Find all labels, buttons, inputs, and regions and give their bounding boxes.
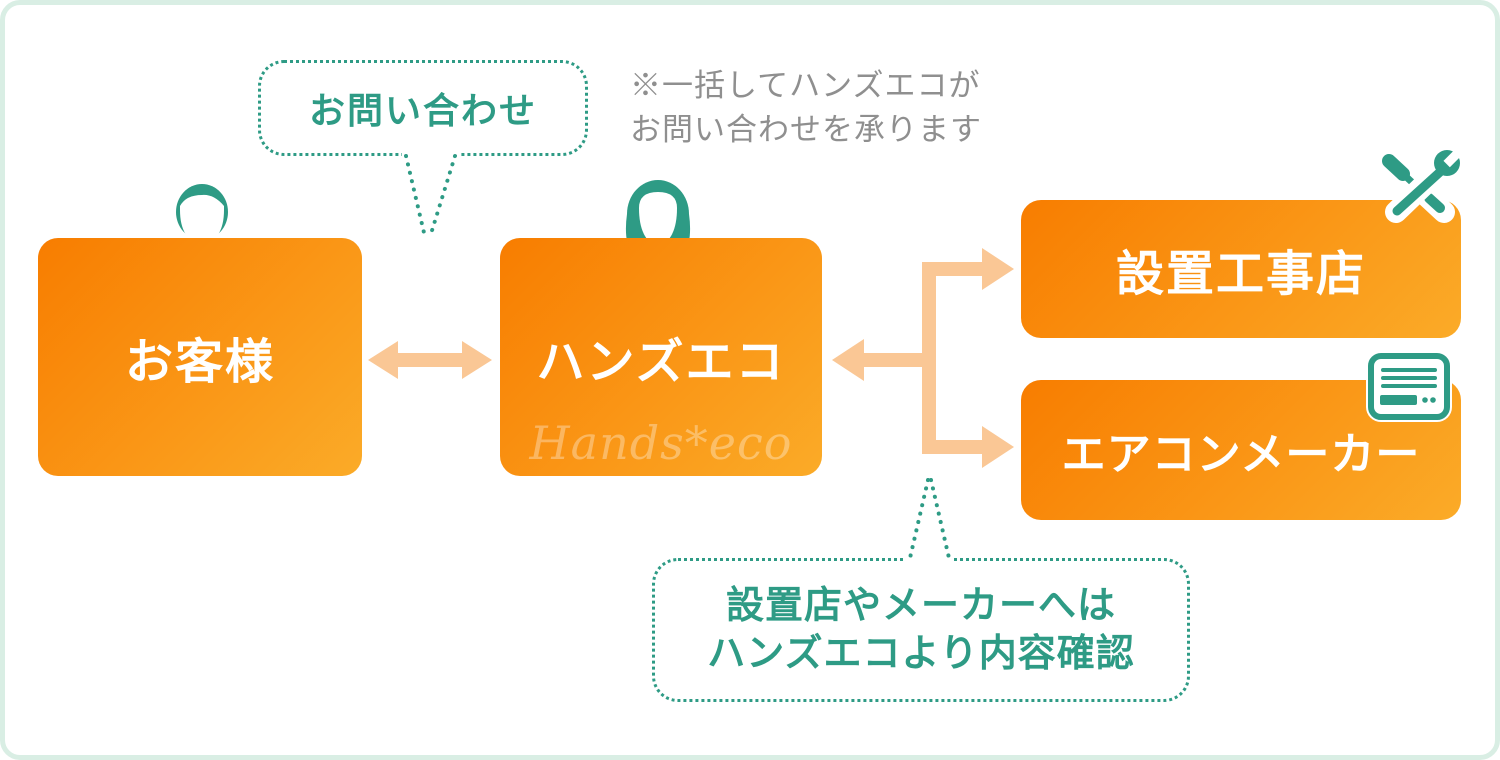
customer-label: お客様 xyxy=(124,336,275,389)
confirm-bubble-tail xyxy=(908,478,951,560)
installer-label: 設置工事店 xyxy=(1115,248,1366,301)
hands-eco-watermark: Hands*eco xyxy=(529,416,793,470)
air-conditioner-icon xyxy=(1366,351,1452,422)
inquiry-bubble-tail-gap xyxy=(402,152,460,161)
note-text: ※一括してハンズエコが お問い合わせを承ります xyxy=(630,64,982,152)
installer-box: 設置工事店 xyxy=(1021,200,1461,338)
note-line1: ※一括してハンズエコが xyxy=(630,68,981,103)
confirm-bubble-tail-gap xyxy=(903,556,953,565)
note-line2: お問い合わせを承ります xyxy=(630,112,982,147)
inquiry-bubble: お問い合わせ xyxy=(258,60,588,156)
confirm-bubble-line2: ハンズエコより内容確認 xyxy=(707,633,1135,675)
inquiry-bubble-tail xyxy=(404,154,457,239)
inquiry-bubble-label: お問い合わせ xyxy=(308,90,537,131)
confirm-bubble-line1: 設置店やメーカーへは xyxy=(725,585,1116,627)
handseco-label: ハンズエコ xyxy=(536,336,786,389)
branch-connector xyxy=(832,248,1014,468)
handseco-box: ハンズエコ Hands*eco xyxy=(500,238,822,476)
confirm-bubble: 設置店やメーカーへは ハンズエコより内容確認 xyxy=(652,558,1190,702)
double-arrow xyxy=(368,341,492,379)
customer-box: お客様 xyxy=(38,238,362,476)
crossed-tools-icon xyxy=(1376,146,1466,223)
manufacturer-label: エアコンメーカー xyxy=(1061,430,1421,479)
manufacturer-box: エアコンメーカー xyxy=(1021,380,1461,520)
